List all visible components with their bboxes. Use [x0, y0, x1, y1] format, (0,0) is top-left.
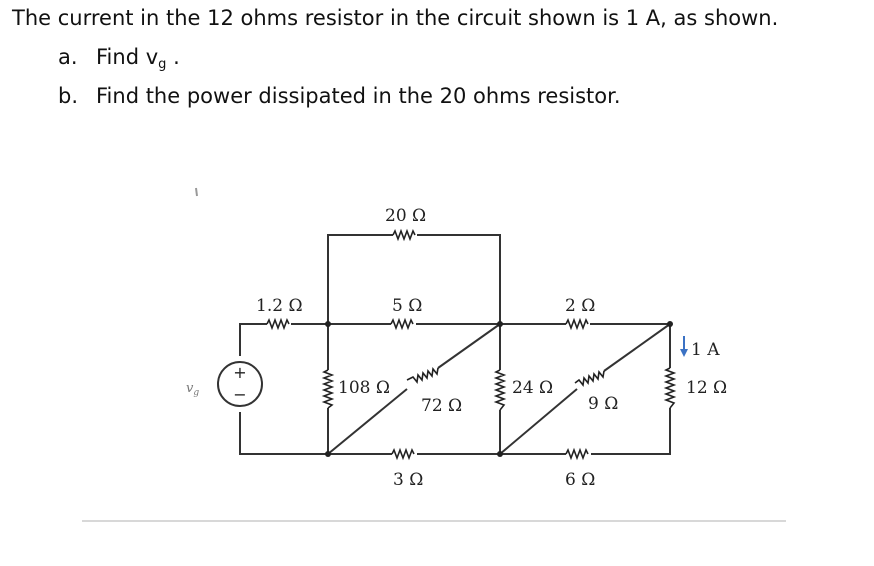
item-a-marker: a. [58, 45, 78, 69]
wire-bottom-c [591, 408, 671, 455]
resistor-9-symbol [574, 370, 605, 387]
node-bottom-left [325, 451, 331, 457]
item-a-main: Find v [96, 45, 159, 69]
label-r24: 24 Ω [512, 378, 553, 398]
source-label: vg [186, 381, 199, 398]
wire-9-a [603, 323, 671, 372]
resistor-6-symbol [565, 447, 589, 461]
source-plus-sign: + [233, 363, 246, 382]
label-r72: 72 Ω [421, 396, 462, 416]
label-r12: 12 Ω [686, 378, 727, 398]
node-top-right [667, 321, 673, 327]
label-r5: 5 Ω [392, 296, 422, 316]
wire-bottom-a [239, 412, 392, 455]
wire-left-top [239, 323, 267, 356]
item-a-subscript: g [158, 57, 167, 72]
node-bottom-middle [497, 451, 503, 457]
voltage-source-symbol [217, 361, 263, 407]
wire-9-b [499, 388, 578, 455]
resistor-1-2-symbol [266, 317, 290, 331]
label-r108: 108 Ω [338, 378, 390, 398]
source-label-main: v [186, 381, 194, 396]
node-top-left [325, 321, 331, 327]
problem-intro: The current in the 12 ohms resistor in t… [12, 6, 779, 30]
resistor-3-symbol [391, 447, 415, 461]
resistor-24-symbol [493, 369, 507, 411]
label-current: 1 A [691, 340, 720, 360]
source-minus-sign: − [233, 385, 246, 404]
label-r20: 20 Ω [385, 206, 426, 226]
resistor-5-symbol [390, 317, 414, 331]
wire-top-c [590, 323, 671, 368]
scan-mark [195, 187, 198, 197]
item-a-after: . [166, 45, 180, 69]
wire-20-left [327, 234, 393, 324]
resistor-20-symbol [392, 228, 416, 242]
resistor-72-symbol [406, 367, 439, 384]
wire-72-a [437, 323, 501, 369]
label-r6: 6 Ω [565, 470, 595, 490]
node-top-middle [497, 321, 503, 327]
item-a-text: Find vg . [96, 45, 180, 72]
label-r9: 9 Ω [588, 394, 618, 414]
label-r1-2: 1.2 Ω [256, 296, 303, 316]
resistor-12-symbol [663, 367, 677, 409]
item-b-marker: b. [58, 84, 79, 108]
resistor-108-symbol [321, 369, 335, 409]
label-r2: 2 Ω [565, 296, 595, 316]
wire-72-b [327, 388, 408, 455]
label-r3: 3 Ω [393, 470, 423, 490]
source-label-subscript: g [193, 388, 199, 398]
resistor-2-symbol [565, 317, 589, 331]
current-arrowhead-icon [680, 349, 688, 357]
item-b-text: Find the power dissipated in the 20 ohms… [96, 84, 621, 108]
wire-20-right [417, 234, 501, 324]
